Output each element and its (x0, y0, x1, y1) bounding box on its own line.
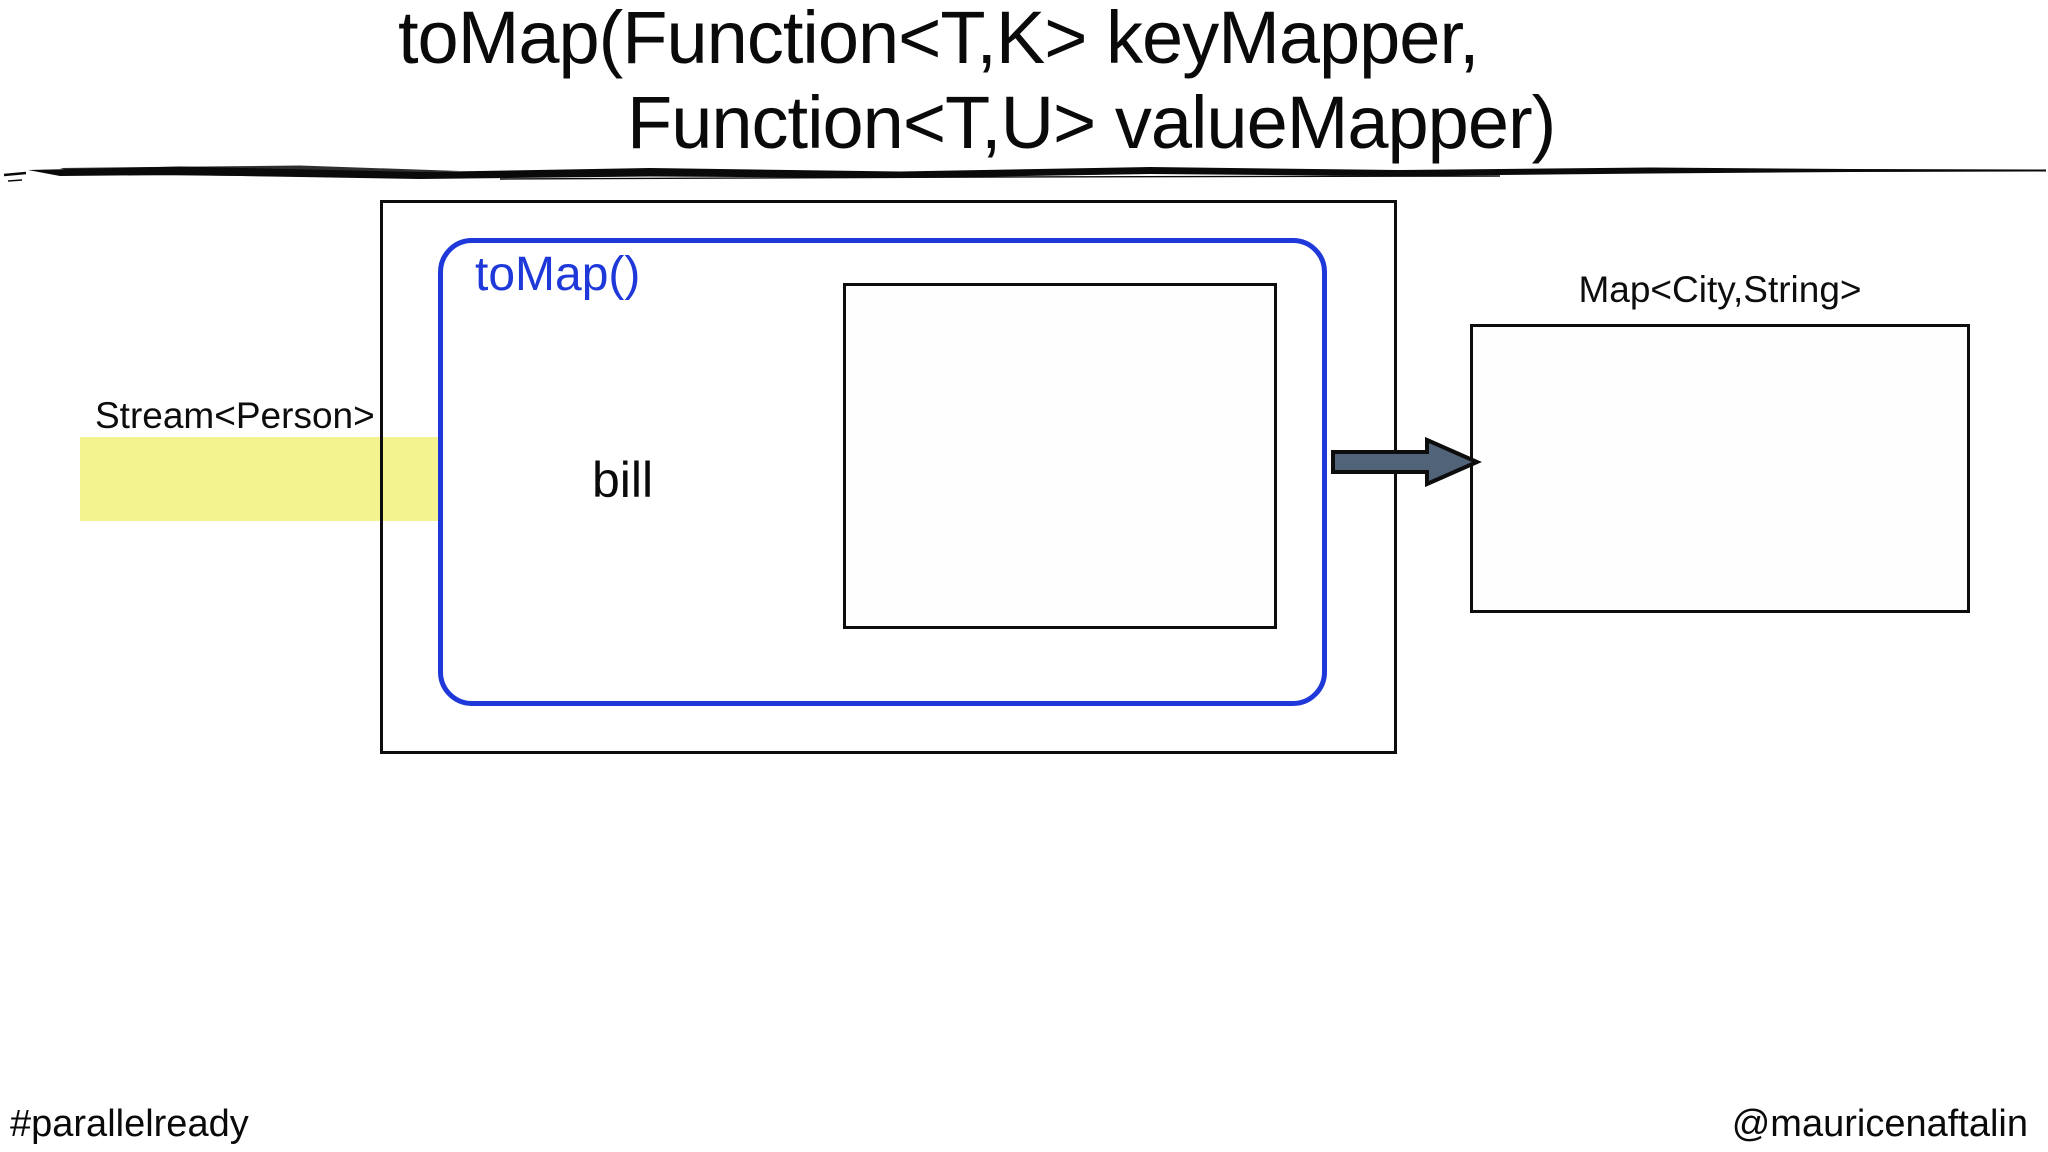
page-title-line1: toMap(Function<T,K> keyMapper, (398, 0, 1480, 79)
footer-hashtag: #parallelready (10, 1103, 249, 1145)
accumulator-inner-box (843, 283, 1277, 629)
footer-twitter-handle: @mauricenaftalin (1731, 1103, 2028, 1145)
tomap-label: toMap() (475, 248, 641, 301)
map-output-box (1470, 324, 1970, 613)
stream-highlight-bar (80, 437, 438, 521)
page-title-line2: Function<T,U> valueMapper) (627, 81, 1556, 164)
collector-outer-box (380, 200, 1397, 754)
stream-element-label: bill (592, 452, 654, 508)
divider-line (3, 165, 2046, 182)
flow-arrow-icon (1331, 436, 1482, 488)
map-city-string-label: Map<City,String> (1578, 269, 1862, 310)
stream-person-label: Stream<Person> (95, 395, 375, 436)
tomap-collector-box (438, 238, 1327, 706)
